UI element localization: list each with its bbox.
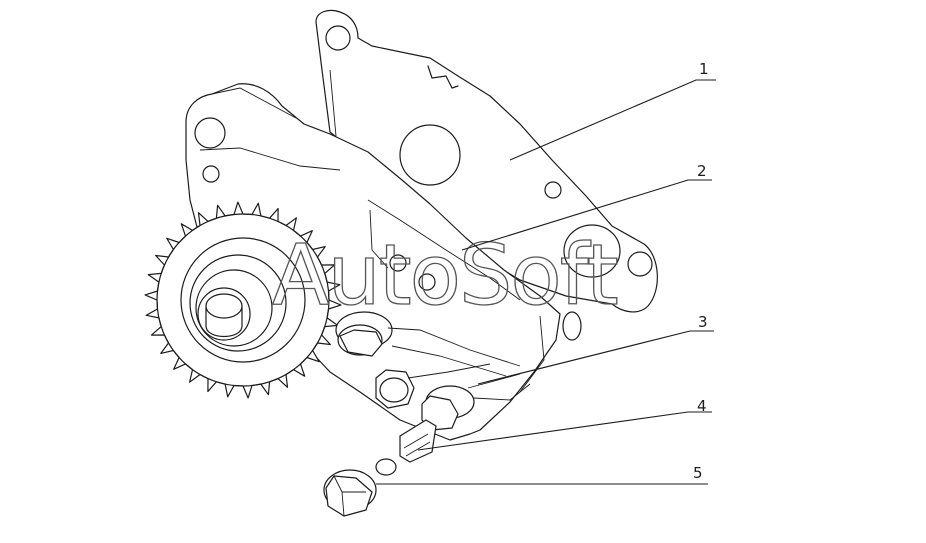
stud [375, 419, 437, 476]
callout-5: 5 [376, 464, 708, 485]
lower-bolt-washer [421, 373, 521, 431]
nut-with-flange [323, 469, 377, 517]
callout-label-3: 3 [698, 313, 708, 331]
mounting-bracket [315, 9, 658, 313]
callout-2: 2 [461, 162, 712, 251]
drive-gear [144, 201, 342, 399]
callout-1: 1 [509, 60, 716, 161]
callout-label-4: 4 [697, 397, 707, 415]
upper-bolt-washer [335, 311, 521, 377]
middle-bolt [375, 363, 491, 409]
pump-housing [185, 83, 582, 441]
watermark-text: AutoSoft [272, 226, 617, 324]
callout-3: 3 [477, 313, 714, 385]
callout-label-2: 2 [697, 162, 707, 180]
callout-label-1: 1 [699, 60, 709, 78]
callout-label-5: 5 [693, 464, 703, 482]
callout-4: 4 [417, 397, 712, 451]
